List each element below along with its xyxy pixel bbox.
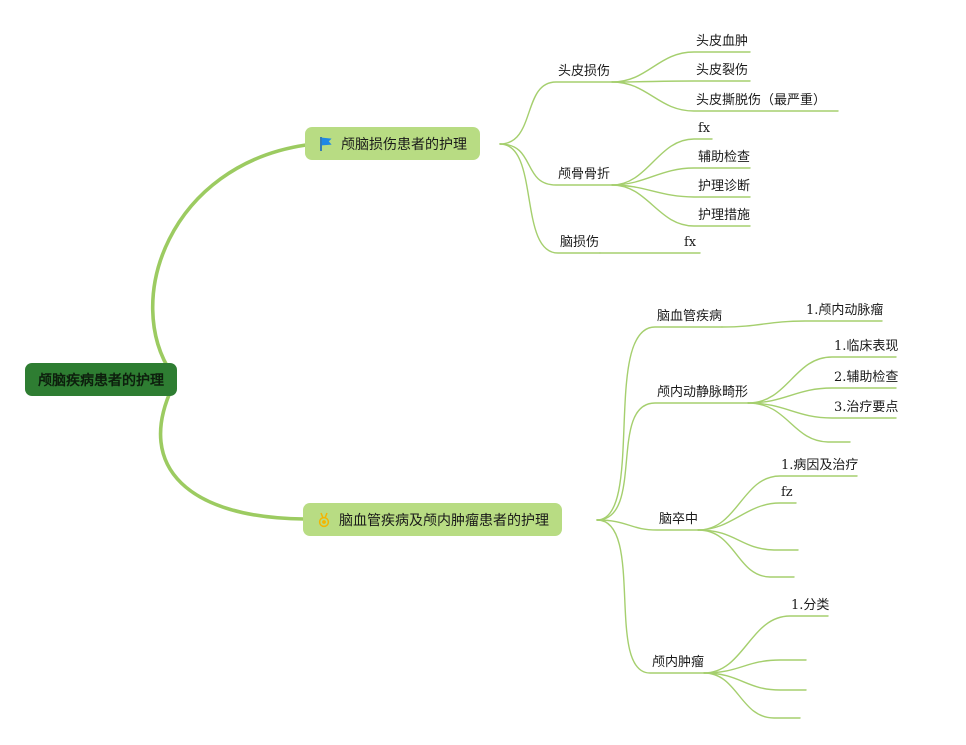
branch-head-injury-label: 颅脑损伤患者的护理 xyxy=(341,136,467,153)
connector-b1-brain xyxy=(499,143,601,254)
root-topic-label: 颅脑疾病患者的护理 xyxy=(38,372,164,389)
leaf-avm-exam[interactable]: 2.辅助检查 xyxy=(834,370,899,385)
root-topic[interactable]: 颅脑疾病患者的护理 xyxy=(25,363,177,396)
connector-tumor-leaf3-empty xyxy=(703,672,807,691)
leaf-avm-treatment[interactable]: 3.治疗要点 xyxy=(834,400,899,415)
branch-cerebrovascular-tumor[interactable]: 脑血管疾病及颅内肿瘤患者的护理 xyxy=(303,503,562,536)
connector-cvd-leaf1 xyxy=(721,320,883,328)
connector-avm-leaf2 xyxy=(747,387,897,404)
connector-avm-leaf4-empty xyxy=(747,402,851,443)
connector-tumor-leaf1 xyxy=(703,615,829,674)
leaf-skull-diagnosis[interactable]: 护理诊断 xyxy=(698,179,751,194)
leaf-stroke-fz[interactable]: fz xyxy=(781,485,793,500)
connector-scalp-leaf3 xyxy=(611,81,839,112)
topic-cerebrovascular-disease[interactable]: 脑血管疾病 xyxy=(657,309,723,324)
topic-avm[interactable]: 颅内动静脉畸形 xyxy=(657,385,749,400)
connector-skull-leaf3 xyxy=(611,184,751,198)
connector-b2-tumor xyxy=(596,519,705,674)
branch-cerebrovascular-tumor-label: 脑血管疾病及颅内肿瘤患者的护理 xyxy=(339,512,549,529)
leaf-scalp-hematoma[interactable]: 头皮血肿 xyxy=(696,34,749,49)
connector-stroke-leaf4-empty xyxy=(697,529,795,578)
connector-skull-leaf2 xyxy=(611,167,751,186)
connector-stroke-leaf1 xyxy=(697,475,858,531)
blue-flag-icon xyxy=(318,136,334,152)
connector-tumor-leaf4-empty xyxy=(703,672,801,719)
topic-brain-injury[interactable]: 脑损伤 xyxy=(560,235,600,250)
connector-b2-stroke xyxy=(596,519,699,531)
topic-skull-fracture[interactable]: 颅骨骨折 xyxy=(558,167,611,182)
leaf-avm-clinical[interactable]: 1.临床表现 xyxy=(834,339,899,354)
connector-b1-skull xyxy=(499,143,613,186)
leaf-intracranial-aneurysm[interactable]: 1.颅内动脉瘤 xyxy=(806,303,884,318)
leaf-tumor-classification[interactable]: 1.分类 xyxy=(791,598,830,613)
connector-avm-leaf1 xyxy=(747,356,897,404)
topic-intracranial-tumor[interactable]: 颅内肿瘤 xyxy=(652,655,705,670)
connector-skull-leaf1 xyxy=(611,138,713,186)
leaf-brain-fx[interactable]: fx xyxy=(684,235,697,250)
connector-stroke-leaf2 xyxy=(697,502,797,531)
connector-stroke-leaf3-empty xyxy=(697,529,799,551)
leaf-skull-fx[interactable]: fx xyxy=(698,121,711,136)
leaf-scalp-laceration[interactable]: 头皮裂伤 xyxy=(696,63,749,78)
connector-scalp-leaf2 xyxy=(611,80,751,83)
connector-b2-avm xyxy=(596,402,749,521)
connector-root-branch1 xyxy=(150,143,308,376)
connector-tumor-leaf2-empty xyxy=(703,659,807,674)
topic-stroke[interactable]: 脑卒中 xyxy=(659,512,699,527)
branch-head-injury[interactable]: 颅脑损伤患者的护理 xyxy=(305,127,480,160)
connector-root-branch2 xyxy=(158,386,306,521)
leaf-skull-measures[interactable]: 护理措施 xyxy=(698,208,751,223)
topic-scalp-injury[interactable]: 头皮损伤 xyxy=(558,64,611,79)
connector-skull-leaf4 xyxy=(611,184,751,227)
leaf-stroke-etiology[interactable]: 1.病因及治疗 xyxy=(781,458,859,473)
connector-scalp-leaf1 xyxy=(611,51,751,83)
leaf-scalp-avulsion[interactable]: 头皮撕脱伤（最严重） xyxy=(696,93,827,108)
leaf-skull-exam[interactable]: 辅助检查 xyxy=(698,150,751,165)
yellow-medal-icon xyxy=(316,512,332,528)
connector-b1-scalp xyxy=(499,81,613,145)
connector-b2-cvd xyxy=(596,326,723,521)
